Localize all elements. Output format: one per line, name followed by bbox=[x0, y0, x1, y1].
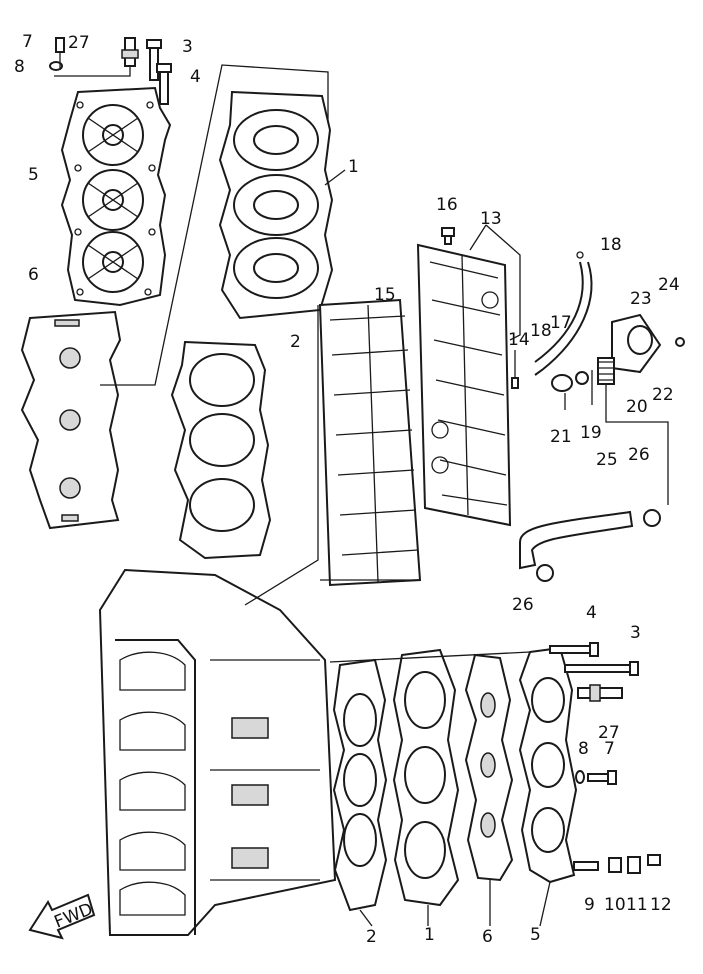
callout-24: 24 bbox=[658, 275, 680, 295]
callout-1-top: 1 bbox=[348, 157, 359, 177]
bolt-16 bbox=[441, 227, 455, 245]
cylinder-head-1-bottom bbox=[392, 648, 460, 907]
callout-20: 20 bbox=[626, 397, 648, 417]
callout-19: 19 bbox=[580, 423, 602, 443]
gasket-6-bottom bbox=[464, 653, 514, 882]
head-gasket-2-bottom bbox=[332, 658, 388, 912]
callout-13: 13 bbox=[480, 209, 502, 229]
bolt-4-bottom bbox=[549, 642, 599, 657]
bolt-3-top bbox=[146, 39, 162, 81]
callout-17: 17 bbox=[550, 313, 572, 333]
callout-10: 10 bbox=[604, 895, 626, 915]
callout-18-mid: 18 bbox=[530, 321, 552, 341]
bolt-7-bottom bbox=[587, 770, 617, 785]
callout-23: 23 bbox=[630, 289, 652, 309]
callout-8-top: 8 bbox=[14, 57, 25, 77]
fwd-label: FWD bbox=[52, 899, 96, 932]
callout-5-top: 5 bbox=[28, 165, 39, 185]
callout-4-bottom: 4 bbox=[586, 603, 597, 623]
hardware-9-12 bbox=[573, 854, 661, 874]
clamp-26-right bbox=[643, 509, 661, 527]
callout-21: 21 bbox=[550, 427, 572, 447]
callout-4-top: 4 bbox=[190, 67, 201, 87]
exhaust-cover-13 bbox=[416, 243, 512, 527]
washer-8-top bbox=[49, 61, 63, 71]
pin-14 bbox=[511, 377, 519, 389]
cylinder-head-1-top bbox=[218, 90, 334, 320]
spark-plug-27-bottom bbox=[577, 684, 623, 702]
callout-18-top: 18 bbox=[600, 235, 622, 255]
callout-14: 14 bbox=[508, 330, 530, 350]
callout-3-top: 3 bbox=[182, 37, 193, 57]
head-cover-top bbox=[60, 86, 172, 307]
callout-25: 25 bbox=[596, 450, 618, 470]
head-cover-bottom bbox=[518, 646, 578, 884]
hose-25 bbox=[519, 510, 634, 570]
callout-3-bottom: 3 bbox=[630, 623, 641, 643]
gasket-15 bbox=[318, 298, 422, 587]
gasket-6-top bbox=[20, 310, 122, 530]
clamp-26-left bbox=[536, 564, 554, 582]
callout-16: 16 bbox=[436, 195, 458, 215]
callout-27-bottom: 27 bbox=[598, 723, 620, 743]
callout-27-top: 27 bbox=[68, 33, 90, 53]
callout-8-bottom: 8 bbox=[578, 739, 589, 759]
callout-9: 9 bbox=[584, 895, 595, 915]
callout-26-right: 26 bbox=[628, 445, 650, 465]
callout-1-bottom: 1 bbox=[424, 925, 435, 945]
callout-6: 6 bbox=[28, 265, 39, 285]
callout-2-bottom: 2 bbox=[366, 927, 377, 947]
spark-plug-27-top bbox=[121, 37, 139, 67]
bolt-7-top bbox=[55, 37, 65, 53]
callout-12: 12 bbox=[650, 895, 672, 915]
callout-7-bottom: 7 bbox=[604, 739, 615, 759]
callout-5-bottom: 5 bbox=[530, 925, 541, 945]
fwd-arrow: FWD bbox=[28, 893, 96, 940]
bolt-3-bottom bbox=[564, 661, 639, 676]
washer-8-bottom bbox=[575, 770, 585, 784]
crankcase-block bbox=[98, 568, 337, 936]
callout-11: 11 bbox=[626, 895, 648, 915]
bolt-4-top bbox=[156, 63, 172, 105]
callout-22: 22 bbox=[652, 385, 674, 405]
callout-15: 15 bbox=[374, 285, 396, 305]
callout-26-left: 26 bbox=[512, 595, 534, 615]
callout-2-top: 2 bbox=[290, 332, 301, 352]
head-gasket-2-top bbox=[170, 340, 272, 560]
thermostat-parts bbox=[551, 313, 685, 392]
callout-7-top: 7 bbox=[22, 32, 33, 52]
callout-6-bottom: 6 bbox=[482, 927, 493, 947]
